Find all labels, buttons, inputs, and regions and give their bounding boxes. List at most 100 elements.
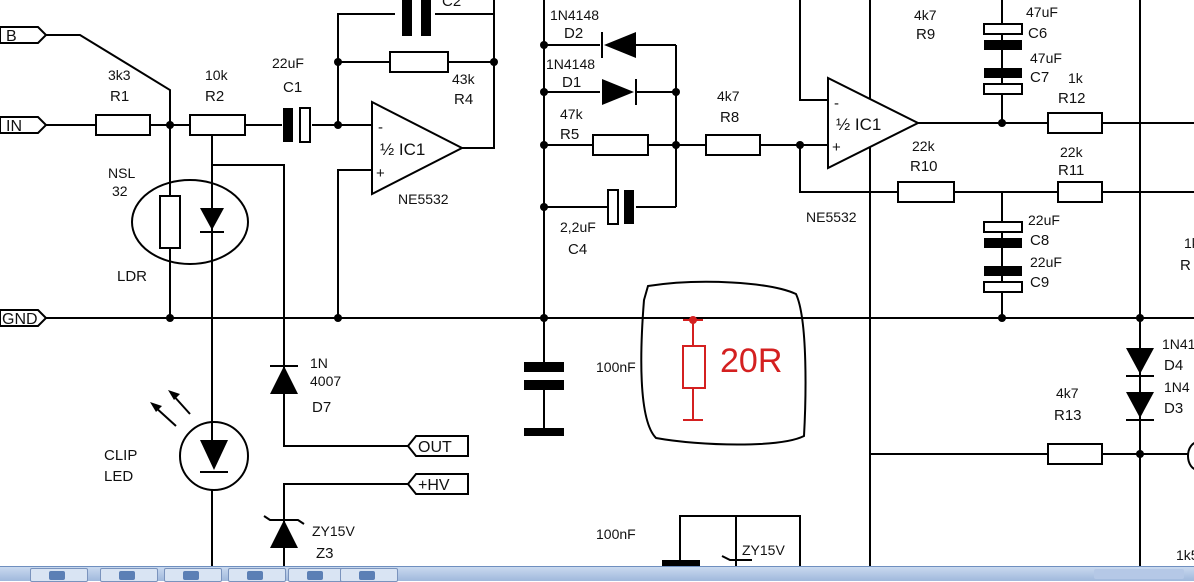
port-b: B [0, 26, 48, 45]
port-in-label: IN [6, 118, 22, 135]
diode-d7 [270, 365, 298, 394]
r9-ref: R9 [916, 26, 935, 43]
ldr-ref: LDR [117, 268, 147, 285]
c6-value: 47uF [1026, 4, 1058, 20]
app-icon [307, 571, 323, 580]
ldr-part-line1: NSL [108, 165, 135, 181]
d3-ref: D3 [1164, 400, 1183, 417]
port-b-label: B [6, 28, 17, 45]
c2-ref: C2 [442, 0, 461, 10]
c7-ref: C7 [1030, 69, 1049, 86]
c9-ref: C9 [1030, 274, 1049, 291]
r2-value: 10k [205, 67, 229, 83]
c7-value: 47uF [1030, 50, 1062, 66]
system-tray[interactable] [1094, 569, 1184, 579]
c1-ref: C1 [283, 79, 302, 96]
opamp-ic1b: - + ½ IC1 [827, 76, 921, 170]
annotation-resistor [682, 316, 706, 421]
capacitor-c8 [983, 221, 1023, 248]
cap-100nf-b-value: 100nF [596, 526, 636, 542]
r2-ref: R2 [205, 88, 224, 105]
d7-part-line2: 4007 [310, 373, 341, 389]
r5-value: 47k [560, 106, 584, 122]
c4-value: 2,2uF [560, 219, 596, 235]
edge-r-value: 1k [1184, 235, 1194, 251]
c9-value: 22uF [1030, 254, 1062, 270]
resistor-r10 [897, 181, 955, 203]
edge-bottom-value: 1k5 [1176, 547, 1194, 563]
d7-part-line1: 1N [310, 355, 328, 371]
schematic-diagram: B IN GND [0, 0, 1194, 566]
port-hv-label: +HV [418, 477, 450, 494]
resistor-r12 [1047, 112, 1103, 134]
capacitor-c2 [402, 0, 431, 36]
zener-z3 [263, 515, 305, 548]
d7-ref: D7 [312, 399, 331, 416]
r5-ref: R5 [560, 126, 579, 143]
d1-ref: D1 [562, 74, 581, 91]
ldr-part-line2: 32 [112, 183, 128, 199]
port-in: IN [0, 116, 48, 135]
c8-ref: C8 [1030, 232, 1049, 249]
r11-ref: R11 [1058, 162, 1084, 179]
diode-d1 [602, 79, 637, 105]
r8-ref: R8 [720, 109, 739, 126]
port-gnd: GND [0, 309, 48, 328]
app-icon [183, 571, 199, 580]
d2-ref: D2 [564, 25, 583, 42]
z-bottom-part: ZY15V [742, 542, 785, 558]
c8-value: 22uF [1028, 212, 1060, 228]
edge-connector [1187, 442, 1194, 470]
app-icon [247, 571, 263, 580]
d4-ref: D4 [1164, 357, 1183, 374]
clip-led [179, 421, 249, 491]
ic1b-plus: + [832, 139, 841, 156]
c1-value: 22uF [272, 55, 304, 71]
resistor-r2 [189, 114, 246, 136]
app-icon [119, 571, 135, 580]
app-icon [359, 571, 375, 580]
r1-value: 3k3 [108, 67, 131, 83]
r10-value: 22k [912, 138, 936, 154]
cap-100nf-a-value: 100nF [596, 359, 636, 375]
z3-part: ZY15V [312, 523, 355, 539]
r12-value: 1k [1068, 70, 1084, 86]
d4-part: 1N41 [1162, 336, 1194, 352]
junction-dots [166, 41, 1144, 458]
zener-bottom [721, 555, 752, 561]
clip-led-line1: CLIP [104, 447, 137, 464]
d1-part: 1N4148 [546, 56, 595, 72]
annotation-outline [640, 280, 807, 446]
ic1a-minus: - [378, 119, 383, 136]
capacitor-c4 [607, 189, 634, 225]
edge-r-ref: R [1180, 257, 1191, 274]
diode-d4 [1126, 348, 1154, 377]
opamp-ic1a: - + ½ IC1 [371, 100, 465, 196]
capacitor-100nf-b [662, 560, 700, 566]
port-hv: +HV [406, 473, 469, 495]
resistor-r5 [592, 134, 649, 156]
r4-value: 43k [452, 71, 476, 87]
r10-ref: R10 [910, 158, 938, 175]
annotation-text: 20R [720, 342, 782, 380]
port-out: OUT [406, 435, 469, 457]
resistor-r13 [1047, 443, 1103, 465]
d3-part: 1N4 [1164, 379, 1190, 395]
resistor-r4 [389, 51, 449, 73]
ic1b-part: NE5532 [806, 209, 857, 225]
r11-value: 22k [1060, 144, 1084, 160]
r12-ref: R12 [1058, 90, 1086, 107]
capacitor-c1 [283, 107, 311, 143]
capacitor-c7 [983, 68, 1023, 95]
d2-part: 1N4148 [550, 7, 599, 23]
r8-value: 4k7 [717, 88, 740, 104]
diode-d2 [601, 32, 636, 58]
ic1b-label: ½ IC1 [836, 115, 881, 134]
resistor-r11 [1057, 181, 1103, 203]
r13-ref: R13 [1054, 407, 1082, 424]
r9-value: 4k7 [914, 7, 937, 23]
r13-value: 4k7 [1056, 385, 1079, 401]
port-out-label: OUT [418, 439, 452, 456]
schematic-canvas: B IN GND [0, 0, 1194, 566]
ldr-component [131, 179, 249, 265]
